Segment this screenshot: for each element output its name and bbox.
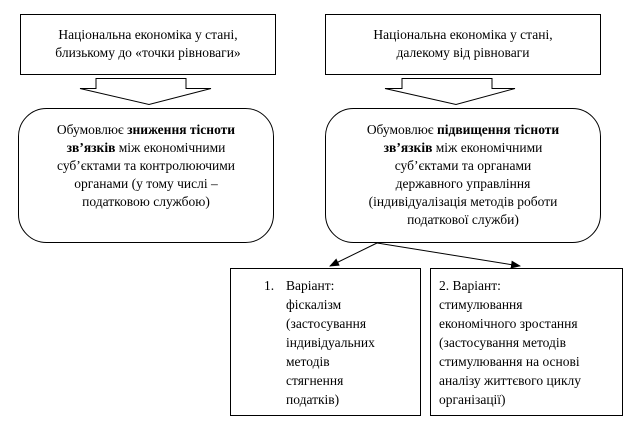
mid-right-line3: суб’єктами та органами xyxy=(394,158,532,173)
mid-left-prefix: Обумовлює xyxy=(56,122,128,137)
variant2-line: стимулювання xyxy=(439,297,523,312)
mid-right-bold2: зв’язків xyxy=(383,140,433,155)
top-left-line2: близькому до «точки рівноваги» xyxy=(55,45,241,60)
variant2-line: (застосування методів xyxy=(439,335,567,350)
mid-left-line4: органами (у тому числі – xyxy=(74,176,218,191)
top-right-text: Національна економіка у стані, далекому … xyxy=(325,26,601,62)
mid-left-line3: суб’єктами та контролюючими xyxy=(57,158,235,173)
top-right-line2: далекому від рівноваги xyxy=(396,45,530,60)
arrow-to-variant1 xyxy=(329,242,378,267)
mid-left-text: Обумовлює зниження тісноти зв’язків між … xyxy=(18,121,274,211)
variant2-title: 2. Варіант: xyxy=(439,278,501,293)
mid-right-box xyxy=(325,108,601,243)
top-left-box xyxy=(20,14,276,75)
variant2-line: аналізу життєвого циклу xyxy=(439,373,581,388)
block-arrow-right xyxy=(384,78,516,106)
mid-right-prefix: Обумовлює xyxy=(366,122,437,137)
mid-left-rest1: між економічними xyxy=(115,140,226,155)
variant2-line: організації) xyxy=(439,392,506,407)
mid-left-bold2: зв’язків xyxy=(66,140,116,155)
variant1-line: методів xyxy=(286,354,330,369)
variant1-line: податків) xyxy=(286,392,340,407)
mid-right-line6: податкової служби) xyxy=(407,212,519,227)
mid-right-rest1: між економічними xyxy=(432,140,543,155)
variant2-text: 2. Варіант: стимулювання економічного зр… xyxy=(439,276,621,409)
variant1-line: (застосування xyxy=(286,316,367,331)
variant1-line: фіскалізм xyxy=(286,297,342,312)
top-left-text: Національна економіка у стані, близькому… xyxy=(20,26,276,62)
variant1-line: стягнення xyxy=(286,373,344,388)
variant2-box xyxy=(430,268,623,416)
arrow-to-variant2 xyxy=(376,242,521,269)
variant1-box xyxy=(230,268,421,416)
block-arrow-left xyxy=(79,78,212,106)
mid-right-line4: державного управління xyxy=(395,176,531,191)
variant2-line: економічного зростання xyxy=(439,316,578,331)
mid-right-bold1: підвищення тісноти xyxy=(436,122,560,137)
top-left-line1: Національна економіка у стані, xyxy=(58,27,238,42)
variant1-line: індивідуальних xyxy=(286,335,375,350)
top-right-box xyxy=(325,14,601,75)
variant1-number: 1. xyxy=(264,278,275,293)
variant2-line: стимулювання на основі xyxy=(439,354,580,369)
top-right-line1: Національна економіка у стані, xyxy=(373,27,553,42)
mid-right-text: Обумовлює підвищення тісноти зв’язків мі… xyxy=(325,121,601,229)
variant1-text: 1. Варіант: фіскалізм (застосування індив… xyxy=(264,276,420,409)
mid-left-bold1: зниження тісноти xyxy=(127,122,236,137)
mid-left-box xyxy=(18,108,274,243)
variant1-title: Варіант: xyxy=(286,278,335,293)
mid-left-line5: податковою службою) xyxy=(82,194,210,209)
mid-right-line5: (індивідуалізація методів роботи xyxy=(368,194,558,209)
